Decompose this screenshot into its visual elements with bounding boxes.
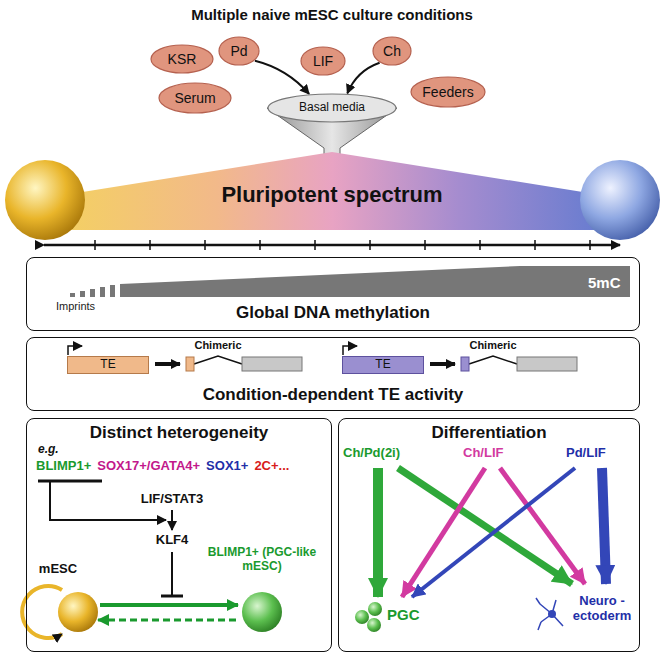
- text-label: Ch/LIF: [463, 446, 503, 461]
- text-label: mESC: [39, 562, 77, 577]
- scale-tick: [534, 240, 536, 250]
- text-label: Ch/Pd(2i): [343, 446, 400, 461]
- ingredient-ellipse: Feeders: [410, 76, 486, 108]
- spectrum-band: Pluripotent spectrum: [190, 178, 474, 212]
- panel-title: Global DNA methylation: [236, 303, 430, 323]
- text-label: Pd/LIF: [566, 446, 606, 461]
- text-label: 2C+...: [254, 459, 289, 474]
- scale-tick: [589, 240, 591, 250]
- text-label: Neuro -ectoderm: [568, 594, 636, 624]
- ingredient-ellipse: Ch: [372, 36, 412, 66]
- ingredient-ellipse: Serum: [158, 82, 232, 114]
- text-label: PGC: [387, 606, 420, 623]
- node-label: Ch: [383, 43, 401, 59]
- te-box: TE: [342, 356, 424, 374]
- scale-tick: [149, 240, 151, 250]
- node-label: Basal media: [299, 101, 365, 115]
- node-label: Pd: [230, 43, 247, 59]
- scale-tick: [424, 240, 426, 250]
- ingredient-ellipse: Pd: [218, 36, 260, 66]
- marker-row: BLIMP1+ SOX17+/GATA4+ SOX1+ 2C+...: [36, 459, 289, 474]
- scale-tick: [369, 240, 371, 250]
- node-label: Serum: [174, 90, 215, 106]
- scale-tick: [479, 240, 481, 250]
- ingredient-ellipse: Basal media: [267, 93, 397, 123]
- scale-tick: [204, 240, 206, 250]
- node-label: KSR: [168, 51, 197, 67]
- scale-tick: [259, 240, 261, 250]
- flow-arrow: [347, 63, 379, 94]
- text-label: KLF4: [156, 533, 189, 548]
- panel-title: Distinct heterogeneity: [90, 423, 269, 443]
- text-label: LIF/STAT3: [141, 492, 203, 507]
- node-label: TE: [375, 358, 390, 372]
- flow-arrow: [255, 61, 309, 94]
- te-box: TE: [67, 356, 149, 374]
- panel-title: Differentiation: [431, 423, 546, 443]
- node-label: Feeders: [422, 84, 473, 100]
- node-label: LIF: [313, 53, 333, 69]
- ingredient-ellipse: LIF: [300, 46, 346, 76]
- scale-tick: [314, 240, 316, 250]
- text-label: BLIMP1+: [36, 459, 91, 474]
- text-label: 5mC: [588, 274, 621, 291]
- panel-box: Global DNA methylation: [26, 257, 640, 331]
- panel-title: Condition-dependent TE activity: [203, 385, 464, 405]
- node-label: TE: [100, 358, 115, 372]
- text-label: Imprints: [56, 300, 95, 313]
- text-label: Chimeric: [469, 339, 516, 352]
- text-label: SOX17+/GATA4+: [97, 459, 200, 474]
- node-label: Pluripotent spectrum: [221, 182, 442, 207]
- text-label: Chimeric: [194, 339, 241, 352]
- text-label: BLIMP1+ (PGC-like mESC): [206, 546, 318, 574]
- text-label: SOX1+: [206, 459, 248, 474]
- text-label: e.g.: [38, 443, 59, 457]
- scale-tick: [94, 240, 96, 250]
- panel-box: Condition-dependent TE activity TE TE: [26, 337, 640, 411]
- ingredient-ellipse: KSR: [150, 44, 214, 74]
- title: Multiple naive mESC culture conditions: [0, 6, 664, 23]
